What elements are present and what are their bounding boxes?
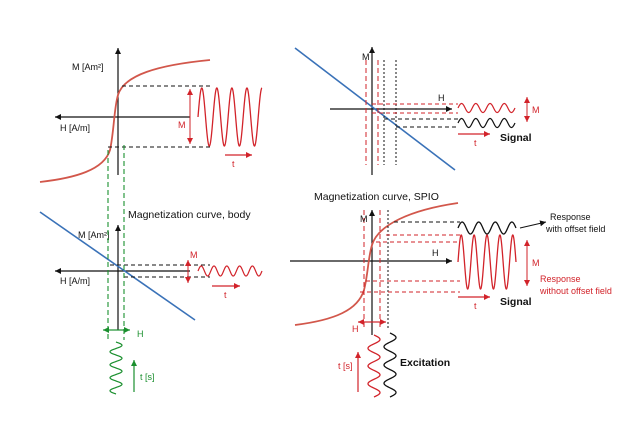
left-top-signal-wave xyxy=(197,87,263,147)
response-no-offset-line-2: without offset field xyxy=(539,286,612,296)
left-bottom-signal-wave xyxy=(197,265,263,277)
left-bottom-panel: Magnetization curve, body M [Am²] H [A/m… xyxy=(39,209,263,330)
right-top-time-label: t xyxy=(474,138,477,148)
right-top-x-axis-label: H xyxy=(438,93,445,103)
right-top-panel: M H M t Signal xyxy=(294,47,540,175)
right-bottom-time-s-label: t [s] xyxy=(338,361,353,371)
left-top-y-axis-label: M [Am²] xyxy=(72,62,104,72)
left-top-x-axis-label: H [A/m] xyxy=(60,123,90,133)
left-bottom-title: Magnetization curve, body xyxy=(128,209,251,221)
left-bottom-linear-curve xyxy=(39,211,196,321)
right-bottom-signal-label: Signal xyxy=(500,296,532,308)
right-bottom-time-label: t xyxy=(474,301,477,311)
left-bottom-amplitude-label: M xyxy=(190,250,198,260)
response-offset-line-2: with offset field xyxy=(545,224,605,234)
right-bottom-x-axis-label: H xyxy=(432,248,439,258)
left-bottom-time-label: t xyxy=(224,290,227,300)
right-top-linear-curve xyxy=(294,47,456,171)
right-bottom-y-axis-label: M xyxy=(360,214,368,224)
response-no-offset-line-1: Response xyxy=(540,274,581,284)
right-bottom-title: Magnetization curve, SPIO xyxy=(314,191,439,203)
response-offset-line-1: Response xyxy=(550,212,591,222)
right-bottom-magnetization-curve xyxy=(294,202,459,326)
left-excitation: H t [s] xyxy=(103,145,155,395)
left-h-label: H xyxy=(137,329,144,339)
right-bottom-excitation-wave-red xyxy=(367,334,381,398)
right-bottom-panel: Magnetization curve, SPIO M H H M t Sign… xyxy=(290,191,612,398)
left-excitation-wave xyxy=(109,341,123,395)
right-top-signal-wave-black xyxy=(457,117,516,129)
right-bottom-response-pointer xyxy=(519,220,547,229)
left-bottom-x-axis-label: H [A/m] xyxy=(60,276,90,286)
right-bottom-response-offset-wave xyxy=(457,221,517,235)
right-bottom-excitation-wave-black xyxy=(383,332,397,398)
left-top-magnetization-curve xyxy=(39,59,211,183)
right-bottom-response-no-offset-wave xyxy=(457,234,517,290)
left-top-amplitude-label: M xyxy=(178,120,186,130)
right-bottom-h-label: H xyxy=(352,324,359,334)
left-bottom-y-axis-label: M [Am²] xyxy=(78,230,110,240)
right-top-y-axis-label: M xyxy=(362,52,370,62)
right-top-signal-label: Signal xyxy=(500,132,532,144)
left-top-time-label: t xyxy=(232,159,235,169)
right-bottom-excitation-label: Excitation xyxy=(400,357,450,369)
right-top-amplitude-label: M xyxy=(532,105,540,115)
right-bottom-amplitude-label: M xyxy=(532,258,540,268)
right-top-signal-wave-red xyxy=(457,102,516,114)
left-time-s-label: t [s] xyxy=(140,372,155,382)
left-top-panel: M [Am²] H [A/m] M t xyxy=(39,48,263,183)
